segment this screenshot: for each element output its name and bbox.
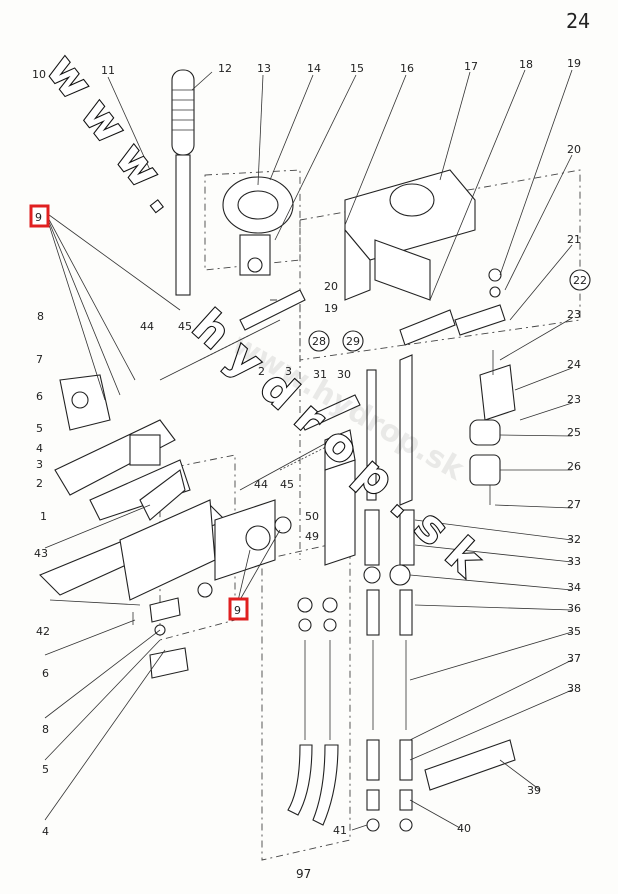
highlight-9-bottom: 9 [228,597,249,621]
callout-28: 28 [312,335,326,348]
callout-28-circle [308,330,330,352]
vertical-rods [363,354,415,832]
frame-right-top [299,169,581,361]
callout-15: 15 [350,62,364,75]
callout-23: 23 [567,308,581,321]
callout-22-circle [569,269,591,291]
callout-38: 38 [567,682,581,695]
highlight-9-top: 9 [29,204,50,228]
frame-handle [204,169,301,271]
callout-6b: 6 [42,667,49,680]
callout-21: 21 [567,233,581,246]
callout-50: 50 [305,510,319,523]
callout-41: 41 [333,824,347,837]
callout-5b: 5 [42,763,49,776]
callout-23b: 23 [567,393,581,406]
link-plate [424,739,516,791]
right-linkage [399,268,516,505]
callout-29-circle [342,330,364,352]
callout-12: 12 [218,62,232,75]
callout-44b: 44 [254,478,268,491]
highlight-box-bottom [228,597,249,621]
callout-20: 20 [567,143,581,156]
lever-handle [171,69,195,296]
callout-39: 39 [527,784,541,797]
callout-5: 5 [36,422,43,435]
callout-6: 6 [36,390,43,403]
callout-24: 24 [567,358,581,371]
callout-16: 16 [400,62,414,75]
callout-49: 49 [305,530,319,543]
callout-7: 7 [36,353,43,366]
callout-45: 45 [178,320,192,333]
small-parts [132,597,189,679]
gate-plate [222,176,294,276]
callout-9-bottom: 9 [234,604,241,617]
callout-25: 25 [567,426,581,439]
callout-14: 14 [307,62,321,75]
callout-34: 34 [567,581,581,594]
callout-18: 18 [519,58,533,71]
callout-42: 42 [36,625,50,638]
shaft-plate [197,429,356,598]
highlight-box-top [29,204,50,228]
page-number: 97 [296,867,311,881]
callout-4b: 4 [42,825,49,838]
callout-29: 29 [346,335,360,348]
callout-20b: 20 [324,280,338,293]
callout-2b: 2 [258,365,265,378]
callout-35: 35 [567,625,581,638]
callout-10: 10 [32,68,46,81]
callout-30: 30 [337,368,351,381]
callout-3b: 3 [285,365,292,378]
callout-17: 17 [464,60,478,73]
leader-lines [44,69,573,831]
bracket-plate [344,169,476,301]
callout-22: 22 [573,274,587,287]
callout-19b: 19 [324,302,338,315]
sheet-number: 24 [566,9,590,33]
callout-8b: 8 [42,723,49,736]
callout-1: 1 [40,510,47,523]
callout-9-top: 9 [35,211,42,224]
callout-36: 36 [567,602,581,615]
callout-26: 26 [567,460,581,473]
callout-8: 8 [37,310,44,323]
callout-labels: 10 11 12 13 14 15 16 17 18 19 20 21 22 2… [32,57,591,838]
callout-33: 33 [567,555,581,568]
callout-31: 31 [313,368,327,381]
left-bracket [54,374,191,521]
spring-rods [159,289,361,491]
callout-11: 11 [101,64,115,77]
callout-2: 2 [36,477,43,490]
callout-13: 13 [257,62,271,75]
callout-27: 27 [567,498,581,511]
callout-43: 43 [34,547,48,560]
callout-19: 19 [567,57,581,70]
callout-44: 44 [140,320,154,333]
callout-37: 37 [567,652,581,665]
callout-4: 4 [36,442,43,455]
callout-40: 40 [457,822,471,835]
frame-bottom [261,539,351,861]
callout-3: 3 [36,458,43,471]
callout-45b: 45 [280,478,294,491]
callout-32: 32 [567,533,581,546]
cable-rods [287,597,339,826]
